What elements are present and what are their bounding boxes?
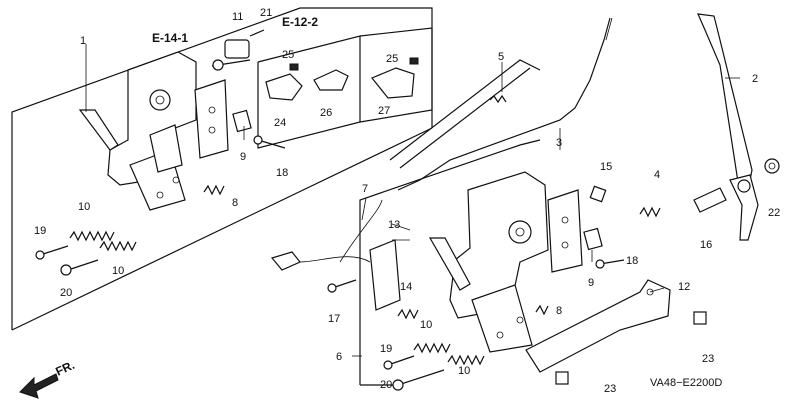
- part-label-25-right: 25: [386, 53, 398, 65]
- left-springs: [35, 135, 286, 276]
- left-assembly-frame: [11, 7, 433, 331]
- part-label-27: 27: [378, 105, 390, 117]
- front-arrow-icon: [19, 373, 59, 399]
- part-label-11: 11: [232, 11, 243, 23]
- part-label-8-right: 8: [556, 305, 562, 317]
- part-label-9-left: 9: [240, 151, 246, 163]
- part-label-15: 15: [600, 161, 612, 173]
- part-12-plate: [525, 279, 671, 373]
- part-label-3: 3: [556, 137, 562, 149]
- part-label-19-right: 19: [380, 343, 392, 355]
- front-label: FR.: [53, 358, 76, 379]
- part-label-22: 22: [768, 207, 780, 219]
- part-label-21: 21: [260, 7, 272, 19]
- part-label-17: 17: [328, 313, 340, 325]
- part-label-1: 1: [80, 35, 86, 47]
- diagram-code: VA48−E2200D: [650, 377, 722, 389]
- part-label-6: 6: [336, 351, 342, 363]
- part-label-10-c: 10: [420, 319, 432, 331]
- part-label-16: 16: [700, 239, 712, 251]
- part-2-lever: [693, 13, 780, 241]
- right-control-bracket: [270, 171, 603, 353]
- subassembly-box: [257, 27, 433, 149]
- part-label-19-left: 19: [34, 225, 46, 237]
- part-label-7: 7: [362, 183, 368, 195]
- part-label-20-left: 20: [60, 287, 72, 299]
- part-label-12: 12: [678, 281, 690, 293]
- part-label-13: 13: [388, 219, 400, 231]
- left-control-bracket: [78, 51, 252, 211]
- leader-lines: [85, 44, 740, 357]
- part-label-5: 5: [498, 51, 504, 63]
- part-label-18-right: 18: [626, 255, 638, 267]
- part-label-26: 26: [320, 107, 332, 119]
- part-label-25-left: 25: [282, 49, 294, 61]
- part-label-23-right: 23: [702, 353, 714, 365]
- part-label-8-left: 8: [232, 197, 238, 209]
- ref-label-e14-1: E-14-1: [152, 31, 188, 45]
- ref-label-e12-2: E-12-2: [282, 15, 318, 29]
- right-springs: [327, 185, 707, 391]
- part-label-14: 14: [400, 281, 412, 293]
- part-label-9-right: 9: [588, 277, 594, 289]
- cables: [389, 17, 613, 191]
- part-label-24: 24: [274, 117, 286, 129]
- part-label-4: 4: [654, 169, 660, 181]
- part-label-10-b: 10: [112, 265, 124, 277]
- part-label-10-a: 10: [78, 201, 90, 213]
- part-label-20-right: 20: [380, 379, 392, 391]
- top-switch-parts: [211, 29, 419, 101]
- part-label-10-d: 10: [458, 365, 470, 377]
- part-label-23-bottom: 23: [604, 383, 616, 395]
- part-label-18-left: 18: [276, 167, 288, 179]
- part-label-2: 2: [752, 73, 758, 85]
